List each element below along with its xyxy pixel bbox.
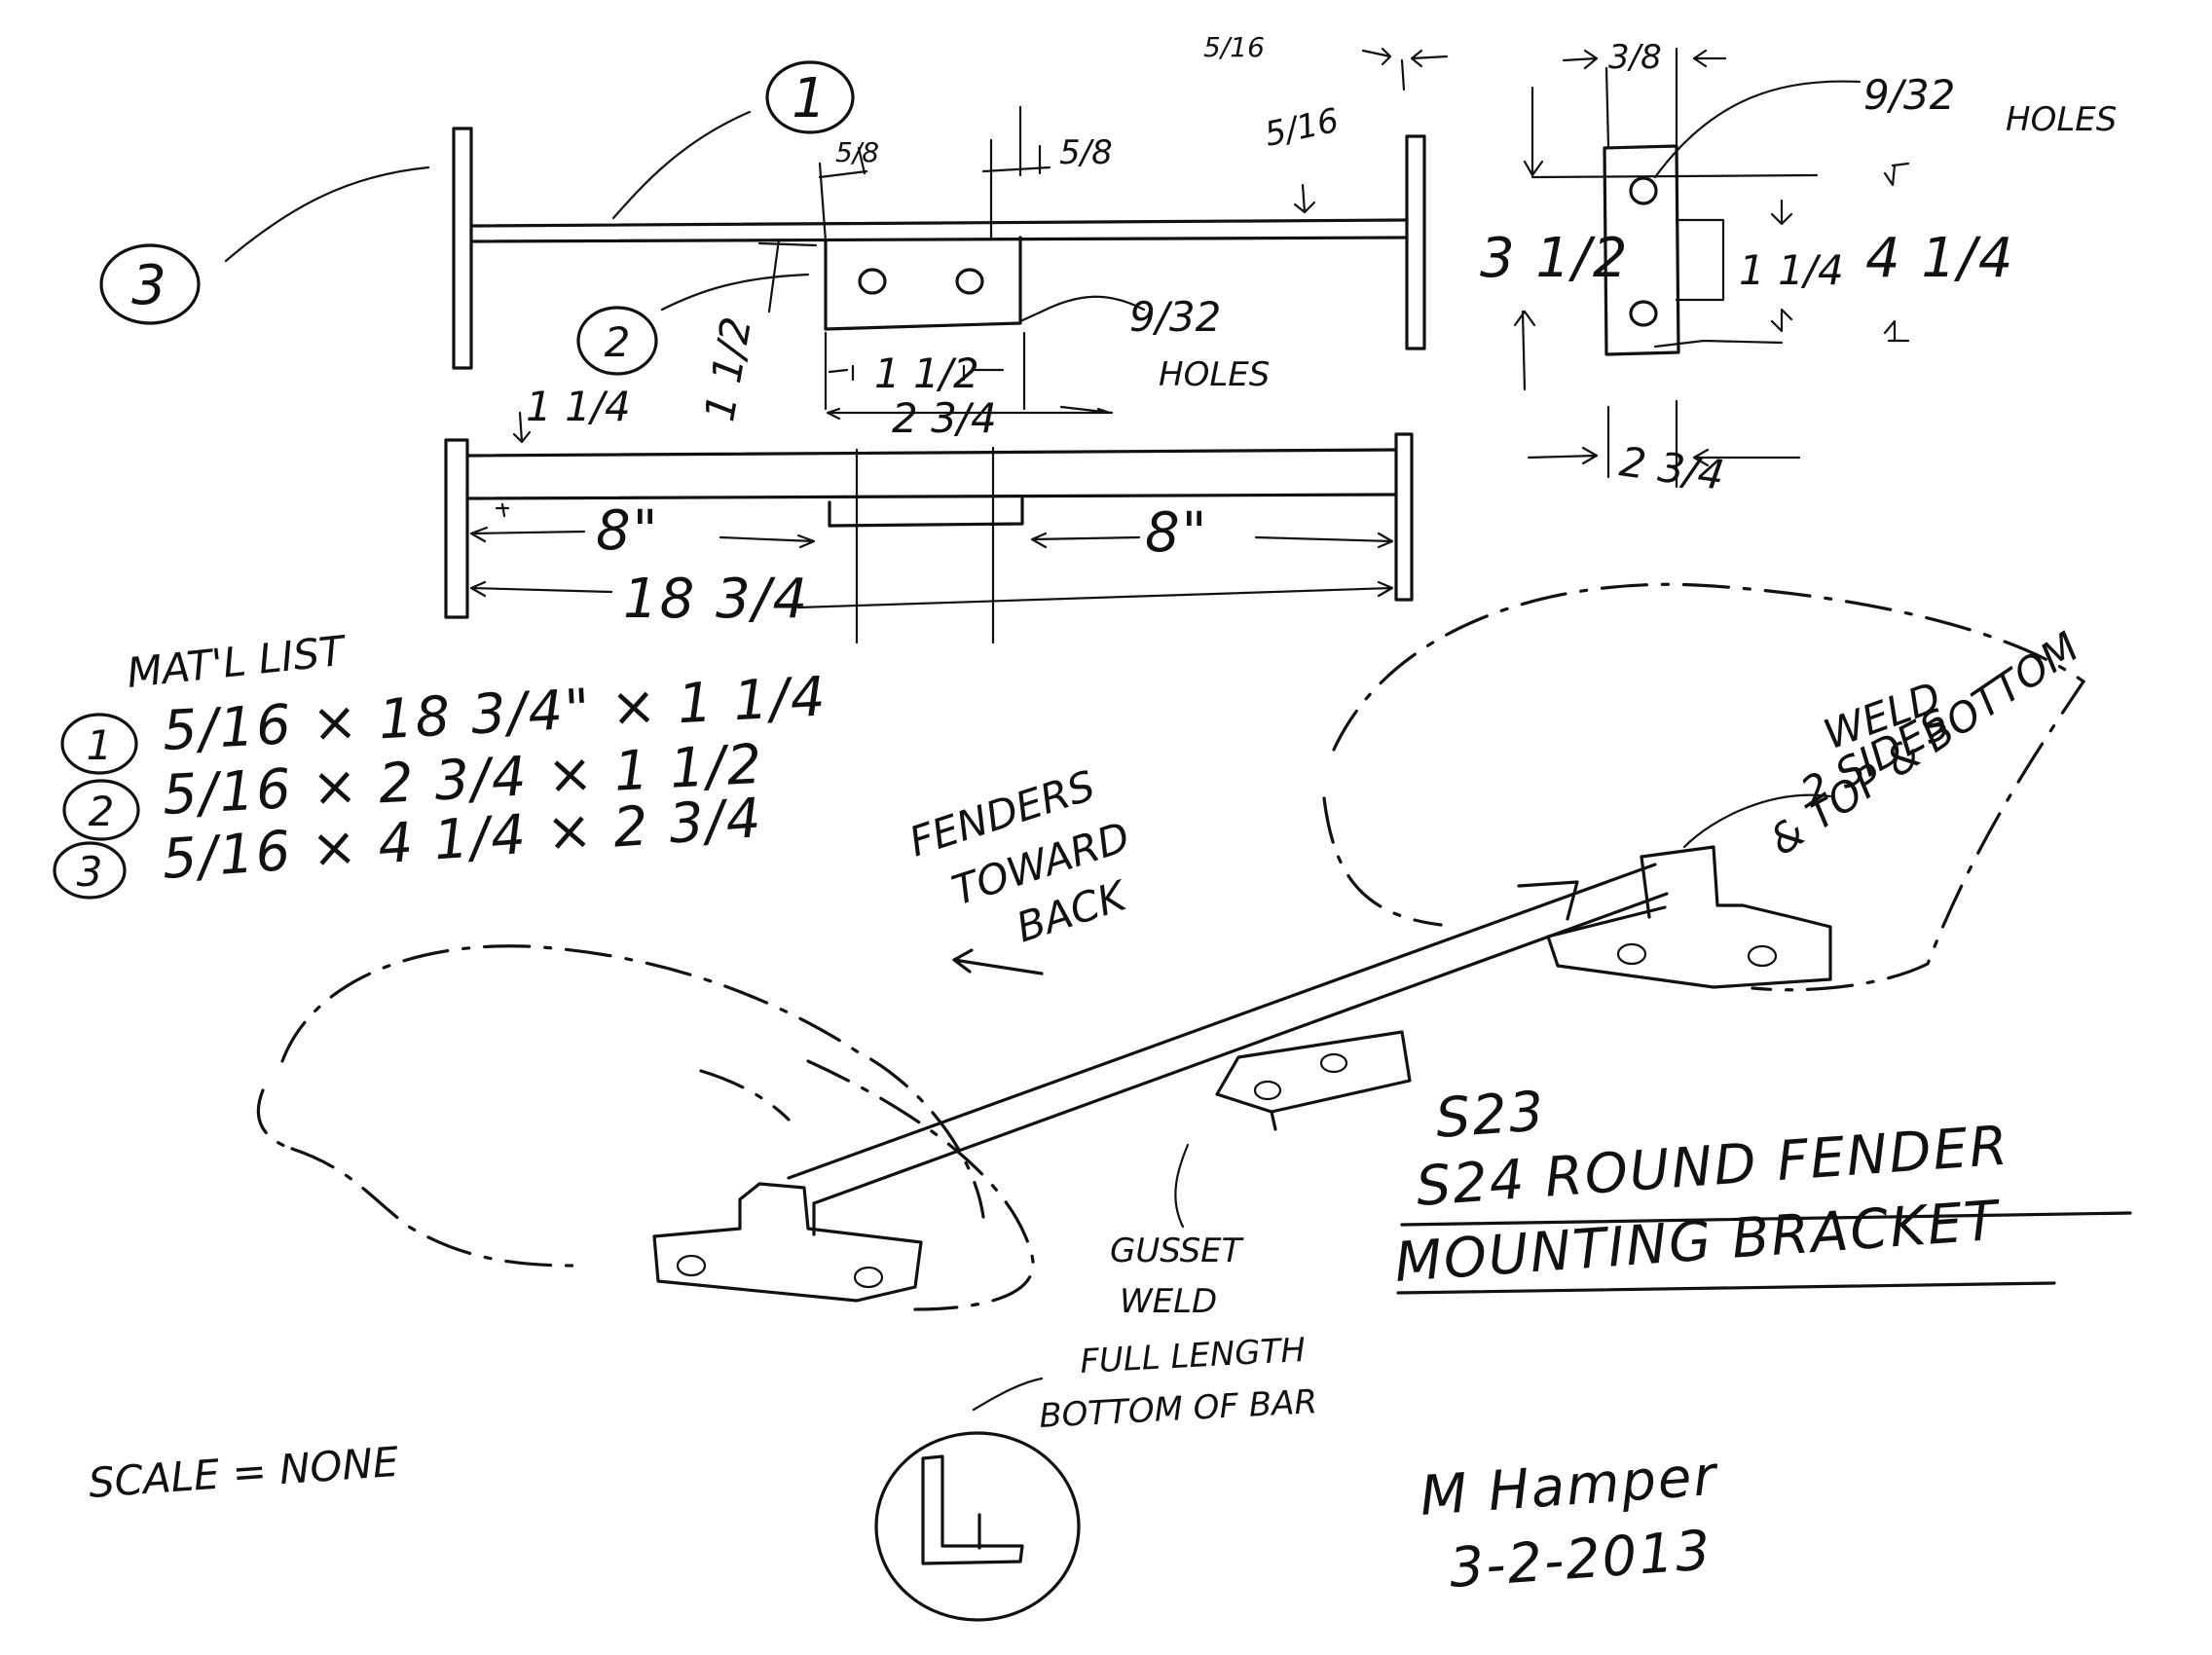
dim-3-8: 3/8 bbox=[1608, 38, 1662, 77]
dim-5-8-left: 5/8 bbox=[835, 136, 879, 168]
side-plate-drawing bbox=[1513, 47, 1910, 489]
iso-center-hole-1 bbox=[1253, 1080, 1282, 1101]
plan-end-plate-left bbox=[444, 438, 469, 619]
callout-1: 1 bbox=[765, 60, 855, 134]
title-date: 3-2-2013 bbox=[1447, 1519, 1714, 1600]
material-item-3-number: 3 bbox=[77, 848, 103, 896]
note-scale: SCALE = NONE bbox=[87, 1438, 400, 1507]
dim-1-1-4-top: 1 1/4 bbox=[526, 383, 631, 430]
right-fender bbox=[1322, 582, 2086, 992]
plan-end-plate-right bbox=[1394, 432, 1414, 602]
side-plate bbox=[1603, 144, 1680, 356]
weld-detail-circle bbox=[874, 1431, 1081, 1622]
callout-3: 3 bbox=[99, 243, 201, 325]
dim-1-1-2-vertical: 1 1/2 bbox=[695, 313, 760, 425]
note-weld-line3: & TOP & BOTTOM bbox=[1760, 623, 2087, 865]
material-list: MAT'L LIST 1 5/16 × 18 3/4" × 1 1/4 2 5/… bbox=[53, 626, 829, 900]
iso-left-hole-2 bbox=[853, 1266, 884, 1289]
dim-18-3-4: 18 3/4 bbox=[623, 568, 809, 631]
isometric-assembly bbox=[256, 582, 2086, 1412]
dim-3-1-2: 3 1/2 bbox=[1480, 227, 1630, 290]
iso-right-hole-1 bbox=[1616, 942, 1647, 966]
iso-left-hole-1 bbox=[676, 1254, 707, 1277]
weld-detail-profile bbox=[921, 1454, 1024, 1565]
note-gusset-line2: WELD bbox=[1120, 1282, 1217, 1321]
dim-9-32-front: 9/32 bbox=[1129, 293, 1221, 341]
iso-center-hole-2 bbox=[1319, 1052, 1348, 1074]
iso-left-bracket bbox=[652, 1182, 923, 1303]
callout-2: 2 bbox=[576, 306, 658, 376]
top-view-drawing bbox=[224, 47, 1449, 421]
plan-view-drawing bbox=[444, 411, 1414, 644]
hole-right bbox=[955, 268, 984, 295]
dim-holes-front-word: HOLES bbox=[1159, 355, 1270, 394]
iso-right-hole-2 bbox=[1747, 944, 1778, 968]
end-plate-right bbox=[1405, 134, 1426, 350]
dim-8-right: 8" bbox=[1145, 501, 1208, 565]
dim-1-1-2-horizontal: 1 1/2 bbox=[874, 349, 979, 397]
dim-5-16-side: 5/16 bbox=[1262, 101, 1343, 155]
plan-center-plate bbox=[828, 496, 1024, 528]
title-signature: M Hamper bbox=[1418, 1445, 1720, 1528]
side-hole-top bbox=[1629, 176, 1658, 205]
material-item-1-number: 1 bbox=[87, 721, 113, 769]
dim-9-32-top: 9/32 bbox=[1863, 71, 1955, 119]
dim-4-1-4: 4 1/4 bbox=[1865, 227, 2015, 290]
main-bar bbox=[469, 218, 1409, 243]
center-plate bbox=[824, 236, 1022, 331]
dim-1-1-4-plate: 1 1/4 bbox=[1739, 246, 1844, 294]
side-hole-bottom bbox=[1629, 300, 1658, 327]
title-model-line1: S23 bbox=[1433, 1080, 1547, 1151]
dim-5-16-top: 5/16 bbox=[1203, 31, 1265, 63]
weld-detail bbox=[874, 1431, 1081, 1622]
title-underline-1 bbox=[1400, 1211, 2132, 1227]
left-fender bbox=[256, 944, 1035, 1311]
dim-holes-top-word: HOLES bbox=[2006, 100, 2117, 139]
plan-main-bar bbox=[465, 448, 1398, 500]
dim-8-left: 8" bbox=[596, 499, 659, 563]
note-full-length-line2: BOTTOM OF BAR bbox=[1038, 1382, 1318, 1436]
hole-left bbox=[858, 268, 887, 295]
material-item-2-number: 2 bbox=[89, 788, 115, 835]
svg-text:1: 1 bbox=[792, 67, 829, 130]
dim-2-3-4-front: 2 3/4 bbox=[892, 394, 997, 442]
note-full-length-line1: FULL LENGTH bbox=[1079, 1331, 1306, 1381]
note-gusset-line1: GUSSET bbox=[1110, 1232, 1244, 1270]
material-list-heading: MAT'L LIST bbox=[125, 626, 350, 696]
end-plate-left bbox=[452, 127, 473, 370]
svg-text:3: 3 bbox=[131, 254, 168, 317]
svg-text:2: 2 bbox=[605, 318, 631, 366]
dim-2-3-4-plate: 2 3/4 bbox=[1617, 437, 1727, 499]
title-underline-2 bbox=[1396, 1281, 2056, 1295]
iso-right-bracket bbox=[1517, 845, 1832, 989]
iso-center-plate bbox=[1215, 1030, 1412, 1131]
dim-5-8-right: 5/8 bbox=[1059, 133, 1113, 172]
direction-arrow bbox=[952, 948, 1044, 975]
